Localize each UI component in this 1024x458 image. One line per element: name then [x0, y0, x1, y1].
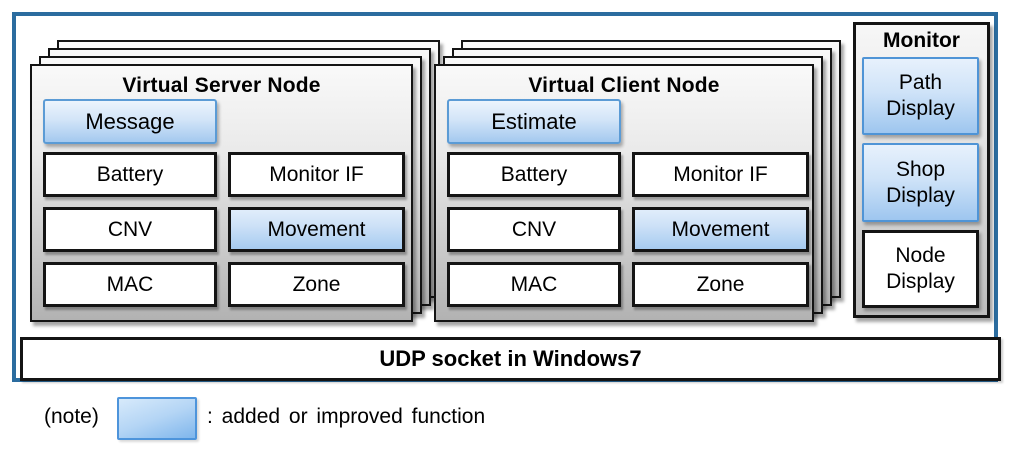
estimate-box: Estimate [447, 99, 621, 144]
movement-box: Movement [632, 207, 809, 252]
client-function-grid: Battery Monitor IF CNV Movement MAC Zone [447, 152, 809, 307]
note-legend-swatch [117, 397, 197, 440]
shop-display-line1: Shop [895, 157, 946, 181]
node-display-line1: Node [895, 244, 946, 267]
message-label: Message [85, 108, 175, 134]
zone-box: Zone [632, 262, 809, 307]
estimate-label: Estimate [491, 108, 577, 134]
movement-box: Movement [228, 207, 405, 252]
mac-box: MAC [447, 262, 621, 307]
node-display-line2: Display [886, 270, 955, 293]
shop-display-box: Shop Display [862, 143, 979, 222]
monitor-panel: Monitor Path Display Shop Display Node D… [853, 22, 990, 318]
virtual-client-node-panel: Virtual Client Node Estimate Battery Mon… [434, 64, 814, 322]
note-suffix-label: : added or improved function [207, 405, 486, 428]
battery-box: Battery [43, 152, 217, 197]
note-prefix-label: (note) [44, 405, 99, 428]
path-display-line1: Path [898, 71, 943, 94]
server-function-grid: Battery Monitor IF CNV Movement MAC Zone [43, 152, 405, 307]
virtual-client-node-stack: Virtual Client Node Estimate Battery Mon… [434, 40, 843, 324]
virtual-server-node-stack: Virtual Server Node Message Battery Moni… [30, 40, 442, 324]
server-panel-title: Virtual Server Node [122, 74, 321, 97]
monitor-if-box: Monitor IF [632, 152, 809, 197]
cnv-box: CNV [43, 207, 217, 252]
node-display-box: Node Display [862, 230, 979, 308]
path-display-box: Path Display [862, 57, 979, 135]
client-panel-title: Virtual Client Node [528, 74, 720, 97]
zone-box: Zone [228, 262, 405, 307]
udp-socket-bar: UDP socket in Windows7 [20, 337, 1001, 381]
monitor-panel-title: Monitor [883, 29, 960, 52]
virtual-server-node-panel: Virtual Server Node Message Battery Moni… [30, 64, 413, 322]
battery-box: Battery [447, 152, 621, 197]
monitor-if-box: Monitor IF [228, 152, 405, 197]
udp-socket-label: UDP socket in Windows7 [379, 346, 642, 371]
mac-box: MAC [43, 262, 217, 307]
shop-display-line2: Display [886, 183, 955, 207]
message-box: Message [43, 99, 217, 144]
path-display-line2: Display [886, 97, 955, 120]
cnv-box: CNV [447, 207, 621, 252]
